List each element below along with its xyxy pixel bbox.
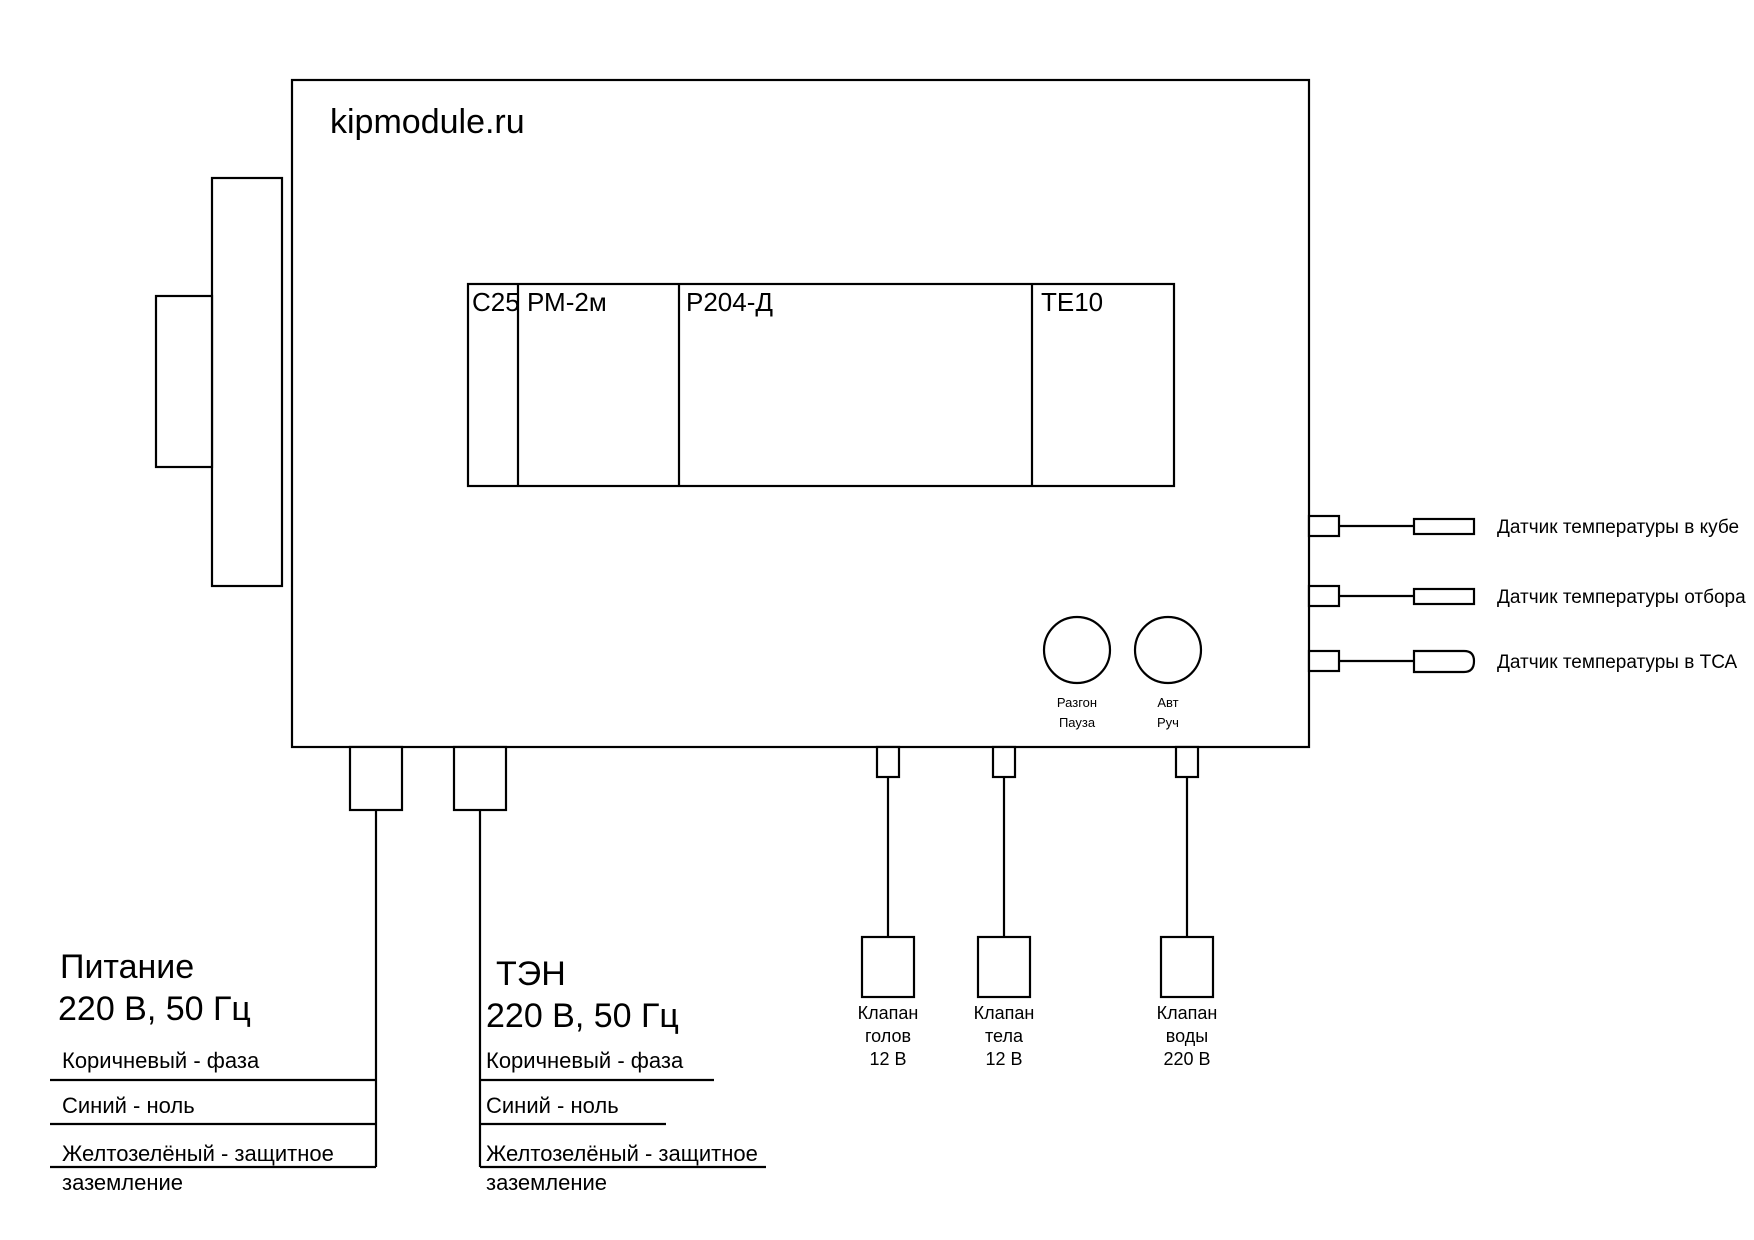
module-label-rm2m: РМ-2м bbox=[527, 287, 607, 317]
module-label-c25: С25 bbox=[472, 287, 520, 317]
sensor-label: Датчик температуры в ТСА bbox=[1497, 652, 1737, 673]
sensor-cube: Датчик температуры в кубе bbox=[1307, 514, 1739, 538]
valve-label: голов bbox=[865, 1026, 911, 1046]
boost-pause-button[interactable] bbox=[1042, 615, 1112, 685]
sensor-label: Датчик температуры в кубе bbox=[1497, 517, 1739, 538]
heater-wire-ground-cont: заземление bbox=[486, 1170, 607, 1195]
power-spec: 220 В, 50 Гц bbox=[58, 990, 251, 1028]
valve-label: 12 В bbox=[985, 1049, 1022, 1069]
button-label: Разгон bbox=[1057, 695, 1097, 710]
valve-label: Клапан bbox=[1157, 1003, 1218, 1023]
button-label: Авт bbox=[1157, 695, 1178, 710]
power-wire-blue: Синий - ноль bbox=[62, 1093, 195, 1118]
heater-wire-ground: Желтозелёный - защитное bbox=[486, 1141, 758, 1166]
brand-label: kipmodule.ru bbox=[330, 103, 525, 141]
side-mount-plate bbox=[210, 176, 284, 588]
side-mount-block bbox=[154, 294, 214, 469]
valve-heads: Клапан голов 12 В bbox=[858, 745, 919, 1069]
module-rail bbox=[466, 282, 1176, 488]
auto-manual-button[interactable] bbox=[1133, 615, 1203, 685]
valve-label: Клапан bbox=[974, 1003, 1035, 1023]
module-label-p204d: Р204-Д bbox=[686, 287, 773, 317]
button-label: Пауза bbox=[1059, 715, 1096, 730]
module-label-te10: ТЕ10 bbox=[1041, 287, 1103, 317]
power-wire-ground: Желтозелёный - защитное bbox=[62, 1141, 334, 1166]
sensor-tsa: Датчик температуры в ТСА bbox=[1307, 649, 1737, 674]
valve-water: Клапан воды 220 В bbox=[1157, 745, 1218, 1069]
heater-title: ТЭН bbox=[496, 955, 566, 993]
sensor-draw: Датчик температуры отбора bbox=[1307, 584, 1746, 608]
power-cable-gland bbox=[348, 745, 404, 812]
valve-label: воды bbox=[1166, 1026, 1208, 1046]
power-wire-ground-cont: заземление bbox=[62, 1170, 183, 1195]
heater-spec: 220 В, 50 Гц bbox=[486, 997, 679, 1035]
sensor-label: Датчик температуры отбора bbox=[1497, 587, 1746, 608]
heater-wire-blue: Синий - ноль bbox=[486, 1093, 619, 1118]
power-title: Питание bbox=[60, 948, 194, 986]
heater-cable-gland bbox=[452, 745, 508, 812]
valve-label: 220 В bbox=[1163, 1049, 1210, 1069]
button-label: Руч bbox=[1157, 715, 1179, 730]
valve-body: Клапан тела 12 В bbox=[974, 745, 1035, 1069]
valve-label: тела bbox=[985, 1026, 1024, 1046]
power-wire-brown: Коричневый - фаза bbox=[62, 1048, 260, 1073]
heater-wire-brown: Коричневый - фаза bbox=[486, 1048, 684, 1073]
valve-label: 12 В bbox=[869, 1049, 906, 1069]
valve-label: Клапан bbox=[858, 1003, 919, 1023]
